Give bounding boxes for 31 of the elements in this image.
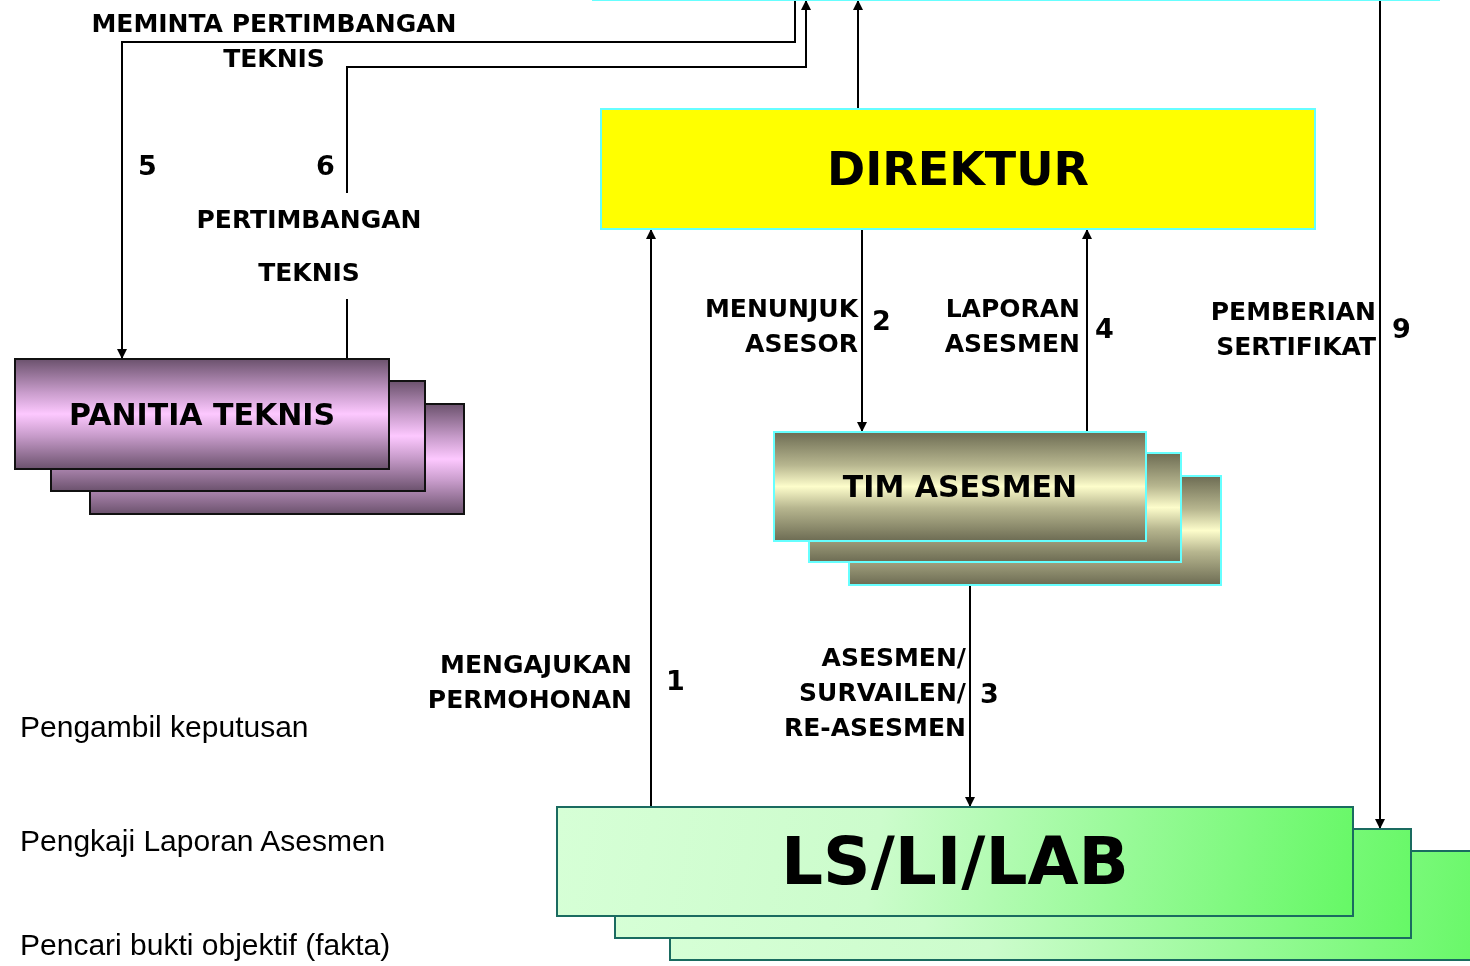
edge-label: ASESMEN/ SURVAILEN/ RE-ASESMEN bbox=[782, 642, 966, 744]
arrow bbox=[853, 0, 863, 109]
step-number: 6 bbox=[316, 150, 335, 181]
node-label: LS/LI/LAB bbox=[781, 823, 1129, 900]
arrow bbox=[117, 0, 796, 359]
role-text: Pengkaji Laporan Asesmen bbox=[20, 824, 386, 858]
arrow bbox=[646, 229, 656, 807]
process-box bbox=[14, 358, 390, 470]
node-label: DIREKTUR bbox=[827, 142, 1089, 196]
step-number: 3 bbox=[980, 678, 999, 709]
role-text: Pencari bukti objektif (fakta) bbox=[20, 928, 391, 962]
step-number: 5 bbox=[138, 150, 157, 181]
arrow bbox=[965, 585, 975, 807]
step-number: 4 bbox=[1095, 313, 1114, 344]
arrow bbox=[1375, 0, 1385, 829]
step-number: 1 bbox=[666, 665, 685, 696]
process-box bbox=[773, 431, 1147, 542]
process-box bbox=[600, 108, 1316, 230]
step-number: 2 bbox=[872, 305, 891, 336]
edge-label: MEMINTA PERTIMBANGAN TEKNIS bbox=[90, 8, 458, 75]
arrow bbox=[857, 229, 867, 432]
step-number: 9 bbox=[1392, 313, 1411, 344]
edge-label: MENGAJUKAN PERMOHONAN bbox=[426, 649, 632, 716]
edge-label: PEMBERIAN SERTIFIKAT bbox=[1209, 296, 1376, 363]
role-text: Pengambil keputusan bbox=[20, 710, 309, 744]
process-box bbox=[556, 806, 1354, 917]
arrow bbox=[1082, 229, 1092, 432]
edge-label: MENUNJUK ASESOR bbox=[703, 293, 858, 360]
edge-label: LAPORAN ASESMEN bbox=[943, 293, 1080, 360]
node-label: TIM ASESMEN bbox=[842, 469, 1078, 504]
node-label: PANITIA TEKNIS bbox=[68, 396, 336, 432]
